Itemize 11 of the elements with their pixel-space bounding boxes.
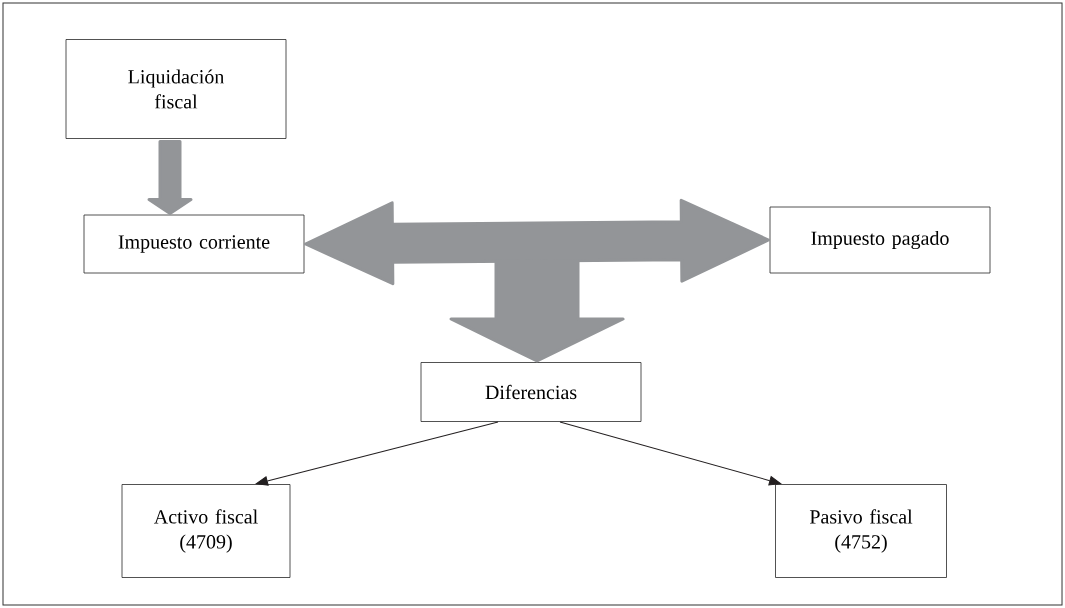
process-box: Pasivo fiscal (4752) — [775, 484, 947, 578]
arrow — [559, 421, 782, 486]
process-box: Activo fiscal (4709) — [121, 484, 291, 578]
arrow — [255, 421, 499, 486]
process-box: Liquidación fiscal — [65, 39, 287, 139]
block-arrow — [449, 260, 625, 363]
process-box: Impuesto pagado — [769, 206, 991, 274]
block-arrow — [304, 198, 770, 286]
process-box: Diferencias — [420, 362, 642, 422]
process-box: Impuesto corriente — [83, 214, 305, 274]
block-arrow — [147, 140, 193, 215]
